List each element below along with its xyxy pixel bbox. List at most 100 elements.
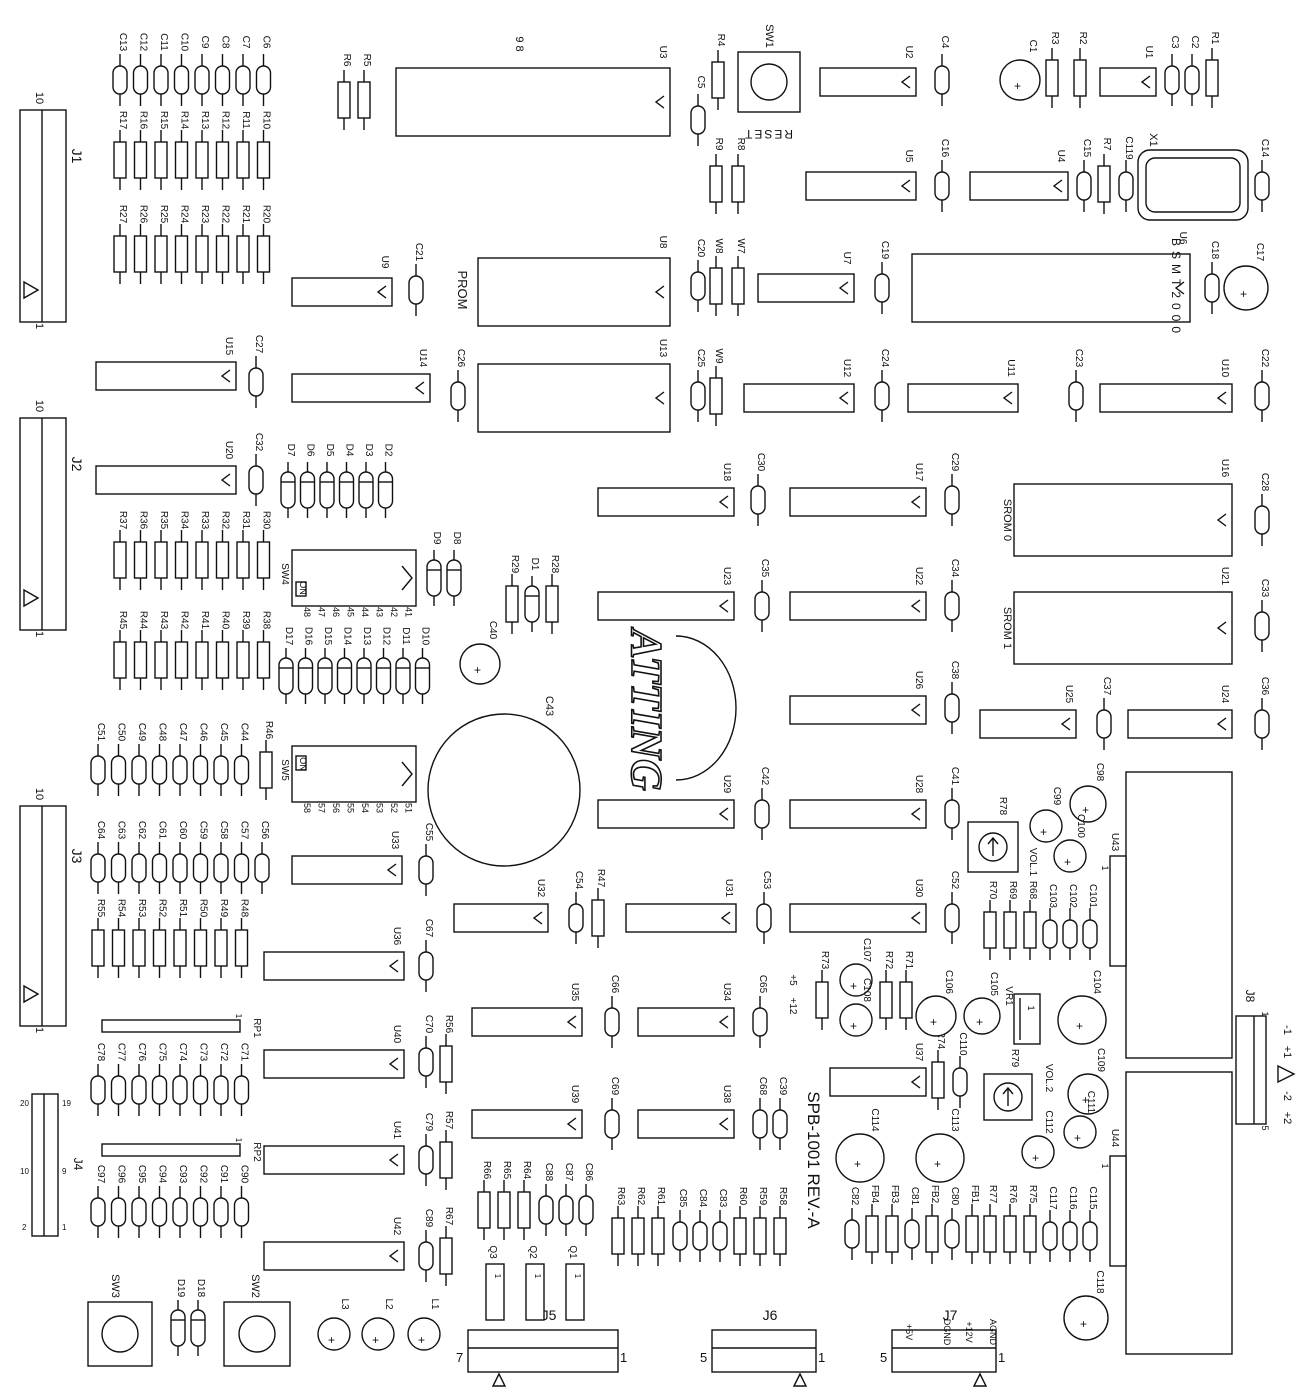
capacitor-c56: C56 [254, 821, 270, 894]
electrolytic-c104: +C104 [1057, 970, 1107, 1045]
chip-label: U23 [721, 567, 732, 586]
chip-u24: U24 [1127, 685, 1233, 739]
chip-u6: U6 [911, 232, 1191, 323]
diode-d16: D16 [297, 627, 314, 704]
ref-label: C47 [177, 723, 188, 742]
capacitor-c30: C30 [750, 453, 766, 526]
resistor-pack-rp2: 1 RP2 [101, 1138, 262, 1162]
resistor-pack-rp1: 1 RP1 [101, 1014, 262, 1038]
chip-label: U37 [913, 1043, 924, 1062]
capacitor-c57: C57 [233, 821, 250, 894]
ref-label: C29 [949, 453, 960, 472]
diode-d7: D7 [280, 444, 296, 518]
ref-label: D1 [529, 558, 540, 571]
capacitor-c91: C91 [213, 1165, 229, 1238]
ref-label: W8 [713, 239, 724, 254]
chip-label: U20 [223, 441, 234, 460]
dip-number: 42 [389, 607, 399, 617]
ref-label: C13 [117, 33, 128, 52]
resistor-r4: R4 [711, 34, 726, 110]
diode-d17: D17 [278, 627, 294, 704]
ref-label: C17 [1254, 243, 1265, 262]
ref-label: C64 [95, 821, 106, 840]
dip-number: 53 [375, 803, 385, 813]
chip-label: U18 [721, 463, 732, 482]
ref-label: C36 [1259, 677, 1270, 696]
ref-label: R20 [261, 205, 272, 224]
ref-label: C38 [949, 661, 960, 680]
ref-label: C98 [1094, 763, 1105, 782]
transistors: 1 Q3 1 Q2 1 Q1 [485, 1245, 585, 1321]
ref-label: R43 [158, 611, 169, 630]
chip-u11: U11 [907, 359, 1019, 413]
electrolytic-c100: +C100 [1053, 814, 1087, 873]
connector-label: J3 [69, 849, 85, 864]
ref-label: FB3 [889, 1185, 900, 1204]
resistor-fb2: FB2 [925, 1185, 940, 1264]
resistor-r76: R76 [1003, 1185, 1018, 1264]
capacitor-c33: C33 [1254, 579, 1270, 652]
x1-label: X1 [1147, 133, 1159, 146]
chip-label: U35 [569, 983, 580, 1002]
j7-dgnd: DGND [942, 1319, 952, 1346]
ref-label: R64 [521, 1161, 532, 1180]
ref-label: R11 [240, 111, 251, 129]
chip-label: U33 [389, 831, 400, 850]
capacitor-c85: C85 [672, 1189, 688, 1262]
ref-label: C65 [757, 975, 768, 994]
capacitor-c101: C101 [1082, 884, 1098, 960]
resistor-r48: R48 [234, 899, 250, 978]
ref-label: C41 [949, 767, 960, 786]
ref-label: D14 [342, 627, 353, 646]
capacitor-c69: C69 [604, 1077, 620, 1150]
ref-label: C73 [198, 1043, 209, 1062]
resistor-r3: R3 [1045, 32, 1060, 108]
chip-u18: U18 [597, 463, 735, 517]
chip-label: U16 [1219, 459, 1230, 478]
capacitor-c83: C83 [712, 1189, 728, 1262]
ref-label: R71 [903, 951, 914, 970]
ref-label: C76 [136, 1043, 147, 1062]
capacitor-c75: C75 [151, 1043, 168, 1116]
resistor-r22: R22 [215, 205, 231, 284]
capacitor-c10: C10 [173, 33, 190, 106]
electrolytic-c105: +C105 [963, 972, 1001, 1035]
ref-label: C18 [1209, 241, 1220, 260]
ref-label: C52 [949, 871, 960, 890]
chip-label: U36 [391, 927, 402, 946]
capacitor-c21: C21 [408, 243, 424, 316]
capacitor-c32: C32 [248, 433, 264, 506]
ref-label: C113 [949, 1108, 960, 1132]
ref-label: C25 [695, 349, 706, 368]
ref-label: R28 [549, 555, 560, 574]
capacitor-c13: C13 [112, 33, 128, 106]
sw3-label: SW3 [109, 1274, 121, 1298]
chip-label: U25 [1063, 685, 1074, 704]
plus-mark: + [1082, 803, 1089, 817]
ref-label: R23 [199, 205, 210, 224]
chip-label: U8 [657, 236, 668, 249]
j4-pin-10: 10 [20, 1167, 29, 1176]
electrolytic-c113: + C113 [915, 1108, 965, 1183]
resistor-r46: R46 [259, 721, 274, 800]
ref-label: C92 [198, 1165, 209, 1184]
diode-d10: D10 [414, 627, 431, 704]
ref-label: C15 [1081, 139, 1092, 158]
ref-label: R63 [615, 1187, 626, 1206]
capacitor-c23: C23 [1068, 349, 1084, 422]
electrolytic-c109: +C109 [1067, 1048, 1109, 1115]
board-title: SPB-1001 REV.-A [804, 1091, 823, 1229]
j7-plus12v: +12V [964, 1321, 974, 1342]
u6-part-text: BSMT2000 [1169, 238, 1183, 338]
capacitor-c86: C86 [578, 1163, 594, 1236]
ref-label: C19 [879, 241, 890, 260]
ref-label: C70 [423, 1015, 434, 1034]
resistor-r61: R61 [651, 1187, 666, 1266]
plus-mark: + [934, 1157, 941, 1171]
electrolytic-c98: + C98 [1069, 763, 1107, 823]
u44-label: U44 [1109, 1129, 1120, 1148]
j8-sig-p2: +2 [1281, 1112, 1293, 1125]
ref-label: C22 [1259, 349, 1270, 368]
capacitor-c53: C53 [756, 871, 772, 944]
